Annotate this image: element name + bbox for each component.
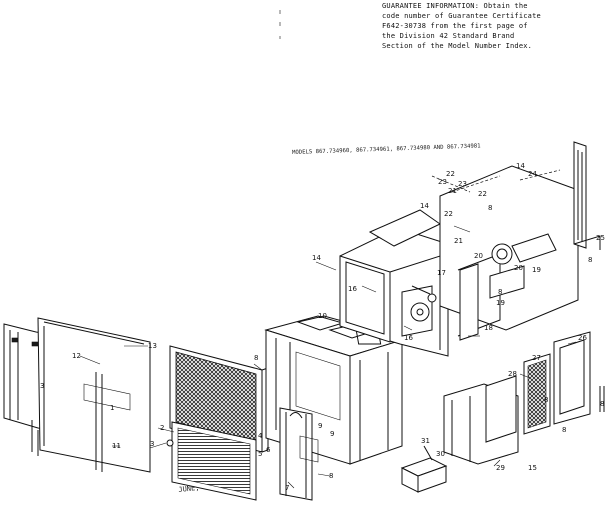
callout-20b: 20 (474, 252, 483, 260)
callout-22: 22 (446, 170, 455, 178)
callout-23b: 23 (458, 180, 467, 188)
guarantee-note-line: GUARANTEE INFORMATION: Obtain the (382, 2, 528, 10)
callout-9: 9 (318, 422, 322, 430)
callout-30: 30 (436, 450, 445, 458)
guarantee-note-line: code number of Guarantee Certificate (382, 12, 541, 20)
callout-21: 21 (454, 237, 463, 245)
callout-8c: 8 (488, 204, 492, 212)
callout-8g: 8 (498, 288, 502, 296)
callout-8h: 8 (544, 396, 548, 404)
base-pan-part (279, 407, 319, 501)
callout-6: 6 (266, 446, 271, 454)
leader-lines (79, 169, 577, 489)
callout-8b: 8 (254, 354, 258, 362)
callout-3: 3 (150, 440, 154, 448)
front-panel-part (3, 317, 151, 473)
callout-9b: 9 (330, 430, 334, 438)
callout-19b: 19 (532, 266, 541, 274)
filter-part (523, 353, 551, 435)
callout-11: 11 (112, 442, 121, 450)
callout-12: 12 (72, 352, 81, 360)
callout-7: 7 (285, 484, 289, 492)
callout-19: 19 (496, 299, 505, 307)
side-bracket-part (573, 141, 601, 250)
callout-22c: 22 (444, 210, 453, 218)
callout-20: 20 (514, 264, 523, 272)
callout-25: 25 (596, 234, 605, 242)
callout-24: 24 (528, 170, 537, 178)
grille-panel-part (169, 345, 269, 453)
callout-5: 5 (258, 450, 262, 458)
callout-26: 26 (578, 334, 587, 342)
callout-4: 4 (258, 432, 263, 440)
callout-8: 8 (329, 472, 333, 480)
callout-18: 18 (484, 324, 493, 332)
front-grille-part (149, 421, 257, 501)
callout-8f: 8 (600, 400, 604, 408)
callout-15: 15 (528, 464, 537, 472)
callout-31: 31 (421, 437, 430, 445)
control-block-part (400, 445, 448, 493)
guarantee-note-line: the Division 42 Standard Brand (382, 32, 515, 40)
cabinet-housing-part (339, 209, 449, 357)
guarantee-note-line: Section of the Model Number Index. (382, 42, 533, 50)
callout-17: 17 (437, 269, 446, 277)
callout-13: 13 (148, 342, 157, 350)
callout-16: 16 (348, 285, 357, 293)
callout-14c: 14 (420, 202, 429, 210)
back-housing-part (411, 165, 579, 341)
callout-8e: 8 (562, 426, 566, 434)
callout-29: 29 (496, 464, 505, 472)
rear-frame-part (553, 331, 605, 425)
guarantee-note-line: F642-30738 from the first page of (382, 22, 528, 30)
callout-27: 27 (532, 354, 541, 362)
guarantee-note: GUARANTEE INFORMATION: Obtain the code n… (382, 1, 606, 51)
callout-1: 1 (110, 404, 114, 412)
callout-16b: 16 (404, 334, 413, 342)
callout-22b: 22 (478, 190, 487, 198)
callout-3b: 3 (40, 382, 44, 390)
callout-8d: 8 (588, 256, 592, 264)
callout-23: 23 (438, 178, 447, 186)
callout-2: 2 (160, 424, 164, 432)
callout-labels: 1 2 3 4 5 6 7 8 9 10 11 12 13 14 15 16 1… (40, 162, 605, 492)
callout-21b: 21 (448, 187, 457, 195)
callout-10: 10 (318, 312, 327, 320)
callout-14: 14 (516, 162, 525, 170)
callout-28: 28 (508, 370, 517, 378)
condenser-part (443, 375, 519, 465)
callout-14b: 14 (312, 254, 321, 262)
